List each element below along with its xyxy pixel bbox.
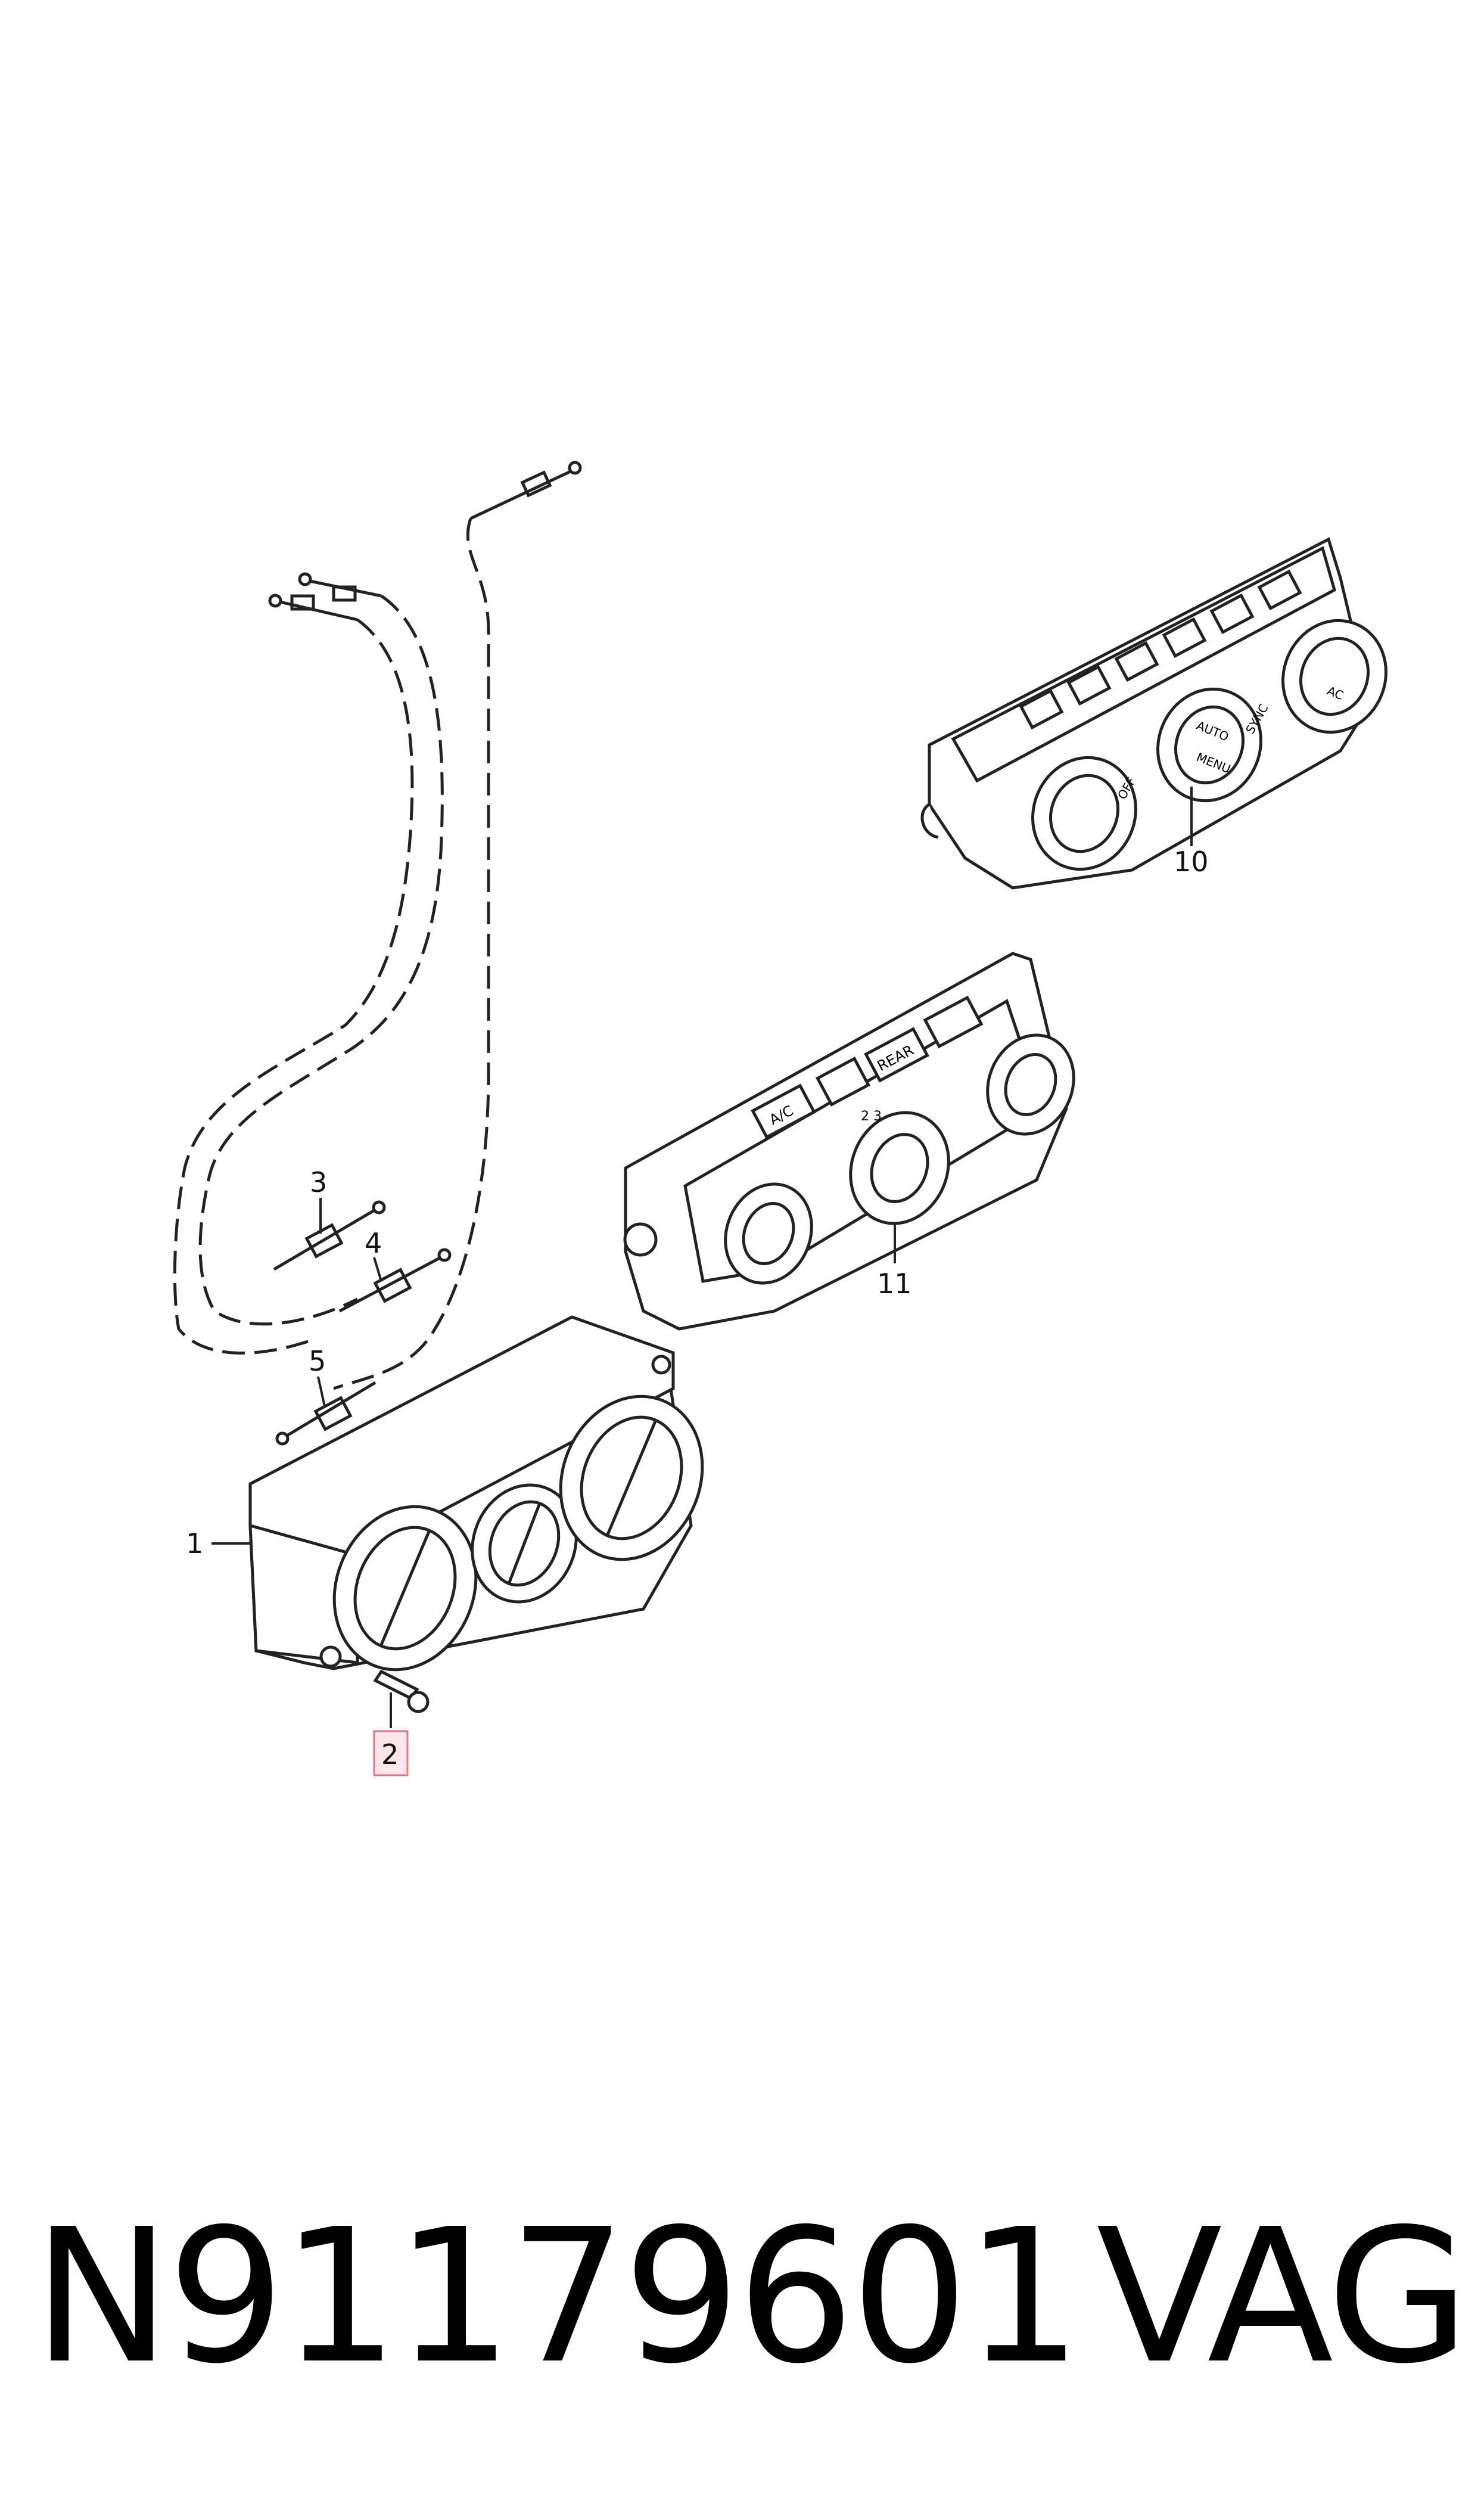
panel-10-btn-4	[1162, 617, 1207, 659]
panel-11-btn-rear	[864, 1027, 929, 1083]
panel-10-btn-6	[1257, 569, 1302, 611]
callouts: 1 2 3 4 5 10 11	[186, 846, 1209, 1771]
mount-tab-left	[319, 1645, 342, 1668]
cable-end-ring-2	[268, 594, 282, 608]
panel-10-btn-3	[1114, 641, 1159, 682]
clip-parts	[273, 1200, 452, 1446]
panel-11-btn-recirc	[815, 1057, 871, 1107]
unit-1-side	[248, 1523, 359, 1664]
cable-end-ring-1	[568, 461, 582, 475]
callout-11: 11	[877, 1268, 912, 1300]
panel-11-knob-right-inner	[1004, 1053, 1057, 1116]
cable-upper-b	[198, 594, 444, 1326]
cable-end-1	[469, 469, 573, 520]
part-1-control-unit	[248, 1315, 704, 1672]
clip-3-ring	[372, 1200, 386, 1215]
cable-clip-2	[290, 594, 315, 611]
panel-11-knob-left-inner	[742, 1202, 795, 1265]
knob-right-grip	[606, 1421, 657, 1535]
leader-lines	[211, 787, 1193, 1728]
part-2-screw	[373, 1669, 430, 1713]
cable-clip-3	[332, 585, 357, 602]
panel-10-knob-left-inner	[1049, 774, 1120, 853]
panel-11-btn-ac	[751, 1083, 816, 1139]
callout-5: 5	[309, 1345, 326, 1377]
leader-4	[373, 1257, 382, 1282]
panel-11-label-knob-marks: 2 3	[861, 1109, 882, 1124]
leader-5	[317, 1376, 326, 1407]
callout-10: 10	[1174, 846, 1209, 878]
callout-1: 1	[186, 1527, 203, 1560]
cable-upper-a	[173, 618, 414, 1355]
cable-end-ring-3	[298, 572, 312, 586]
clip-4-rod	[338, 1256, 442, 1313]
panel-10-clip-left	[920, 803, 939, 839]
callout-2-highlight	[373, 1730, 409, 1776]
callout-4: 4	[365, 1227, 382, 1259]
callout-3: 3	[310, 1166, 327, 1198]
clip-4-ring	[437, 1248, 452, 1262]
cable-group	[173, 461, 582, 1390]
clip-4-body	[373, 1268, 412, 1303]
cable-clip-1	[520, 470, 552, 498]
part-10-climatronic-panel	[920, 537, 1387, 890]
panel-10-knob-mid-inner	[1174, 705, 1245, 785]
knob-left-grip	[379, 1531, 431, 1645]
panel-11-mount	[623, 1222, 658, 1257]
callout-2: 2	[381, 1738, 399, 1771]
clip-3-rod	[273, 1208, 377, 1271]
panel-10-btn-5	[1209, 593, 1255, 635]
clip-5-body	[313, 1396, 353, 1431]
part-number-label: N91179601	[33, 2189, 1082, 2405]
panel-10-btn-2	[1066, 664, 1112, 706]
mount-tab-right	[651, 1355, 671, 1375]
brand-label: VAG	[1096, 2189, 1470, 2405]
screw-shaft	[373, 1669, 419, 1701]
panel-11-btn-front	[923, 995, 984, 1049]
clip-5-ring	[275, 1431, 290, 1446]
cable-long	[333, 518, 490, 1390]
panel-10-knob-right-inner	[1299, 636, 1370, 716]
panel-11-knob-mid-inner	[870, 1133, 929, 1203]
clip-5-rod	[285, 1381, 377, 1438]
panel-10-btn-1	[1019, 688, 1064, 730]
screw-head	[407, 1691, 430, 1713]
knob-mid-grip	[508, 1504, 541, 1583]
part-11-control-panel	[623, 952, 1075, 1331]
